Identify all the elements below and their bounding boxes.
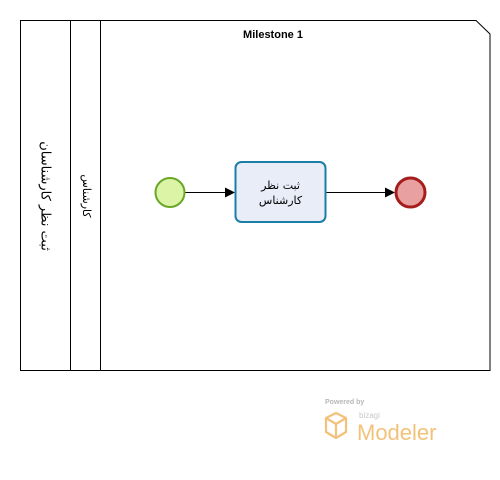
task-label-line-2: کارشناس xyxy=(259,194,303,207)
bizagi-text: bizagi xyxy=(359,411,380,420)
end-event[interactable] xyxy=(394,176,427,209)
lane[interactable]: کارشناس xyxy=(80,20,101,371)
pool-label: ثبت نظر کارشناسان xyxy=(38,141,53,251)
task-box xyxy=(234,161,327,223)
task[interactable]: ثبت نظر کارشناس xyxy=(234,161,327,223)
bizagi-watermark: Powered by bizagi Modeler xyxy=(324,399,436,445)
bizagi-cube-icon xyxy=(324,411,348,440)
powered-by-text: Powered by xyxy=(325,399,364,406)
milestone-label[interactable]: Milestone 1 xyxy=(243,29,303,41)
start-event[interactable] xyxy=(154,177,186,208)
task-label-line-1: ثبت نظر xyxy=(260,179,300,192)
lane-label: کارشناس xyxy=(80,174,93,218)
modeler-text: Modeler xyxy=(357,420,436,445)
